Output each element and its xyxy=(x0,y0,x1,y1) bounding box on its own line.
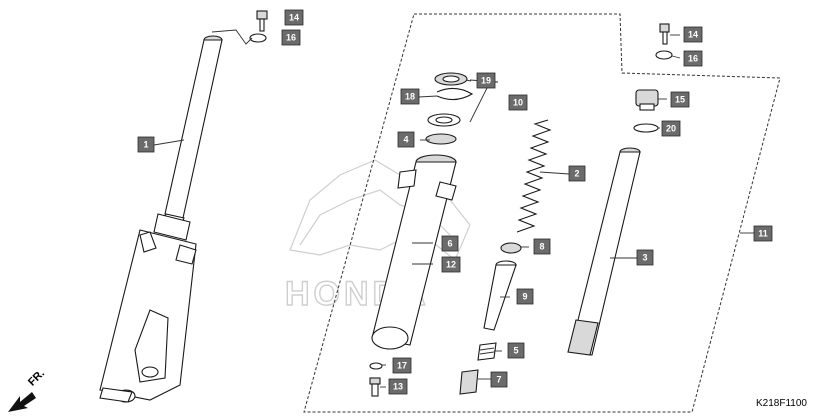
callout-6: 6 xyxy=(441,235,459,252)
svg-text:14: 14 xyxy=(688,30,698,40)
svg-text:4: 4 xyxy=(403,135,408,145)
callout-12: 12 xyxy=(441,256,461,273)
callout-13: 13 xyxy=(388,378,408,395)
svg-text:11: 11 xyxy=(758,229,768,239)
part-6-fork-case xyxy=(371,154,457,350)
svg-text:2: 2 xyxy=(574,169,579,179)
svg-text:16: 16 xyxy=(286,33,296,43)
callout-15: 15 xyxy=(670,91,690,108)
svg-text:9: 9 xyxy=(522,292,527,302)
svg-text:16: 16 xyxy=(688,54,698,64)
svg-text:15: 15 xyxy=(675,95,685,105)
callout-20: 20 xyxy=(661,120,681,137)
svg-text:1: 1 xyxy=(143,140,148,150)
svg-text:19: 19 xyxy=(481,76,491,86)
washer-16-left xyxy=(249,33,267,43)
callout-8: 8 xyxy=(533,238,551,255)
svg-text:20: 20 xyxy=(666,124,676,134)
part-9-piston xyxy=(483,260,517,331)
leader-14-16-left xyxy=(211,29,253,45)
fork-assembly xyxy=(99,35,223,403)
part-3-fork-pipe xyxy=(567,147,641,356)
svg-text:12: 12 xyxy=(446,260,456,270)
svg-text:10: 10 xyxy=(513,98,523,108)
part-18-clip xyxy=(436,87,474,101)
part-17-washer xyxy=(369,362,383,370)
svg-text:3: 3 xyxy=(642,253,647,263)
callout-4: 4 xyxy=(397,131,415,148)
leader-lines xyxy=(153,34,754,388)
callout-17: 17 xyxy=(392,357,412,374)
svg-text:7: 7 xyxy=(496,375,501,385)
part-13-socket-bolt xyxy=(369,377,381,397)
part-19-oil-seal xyxy=(434,72,468,86)
part-20-o-ring xyxy=(633,123,659,133)
svg-text:17: 17 xyxy=(397,361,407,371)
callout-19: 19 xyxy=(476,72,496,89)
svg-text:14: 14 xyxy=(289,13,299,23)
bolt-14-right xyxy=(659,23,670,45)
bolt-14-left xyxy=(256,10,268,32)
callout-16-right: 16 xyxy=(683,50,703,67)
callout-18: 18 xyxy=(400,88,420,105)
callout-16-left: 16 xyxy=(281,29,301,46)
diagram-code: K218F1100 xyxy=(756,398,807,409)
svg-text:13: 13 xyxy=(393,382,403,392)
callout-2: 2 xyxy=(568,165,586,182)
callout-11: 11 xyxy=(753,225,773,242)
svg-text:8: 8 xyxy=(539,242,544,252)
callout-14-right: 14 xyxy=(683,26,703,43)
part-5-rebound-spring xyxy=(477,342,497,361)
washer-16-right xyxy=(655,50,673,60)
callout-9: 9 xyxy=(516,288,534,305)
svg-text:6: 6 xyxy=(447,239,452,249)
callout-10: 10 xyxy=(508,94,528,111)
part-4-back-up-ring xyxy=(425,133,457,145)
svg-text:5: 5 xyxy=(513,346,518,356)
callout-14-left: 14 xyxy=(284,9,304,26)
part-15-fork-bolt xyxy=(635,89,659,111)
part-2-spring xyxy=(516,119,552,233)
part-7-oil-lock-piece xyxy=(459,369,479,395)
part-10-seal-set xyxy=(427,113,461,127)
callout-1: 1 xyxy=(137,136,155,153)
callout-7: 7 xyxy=(490,371,508,388)
callout-3: 3 xyxy=(636,249,654,266)
svg-text:18: 18 xyxy=(405,92,415,102)
part-8-piston-ring xyxy=(500,242,522,254)
callout-5: 5 xyxy=(507,342,525,359)
exploded-view-boundary xyxy=(303,13,781,413)
front-direction-arrow-icon xyxy=(8,392,36,412)
